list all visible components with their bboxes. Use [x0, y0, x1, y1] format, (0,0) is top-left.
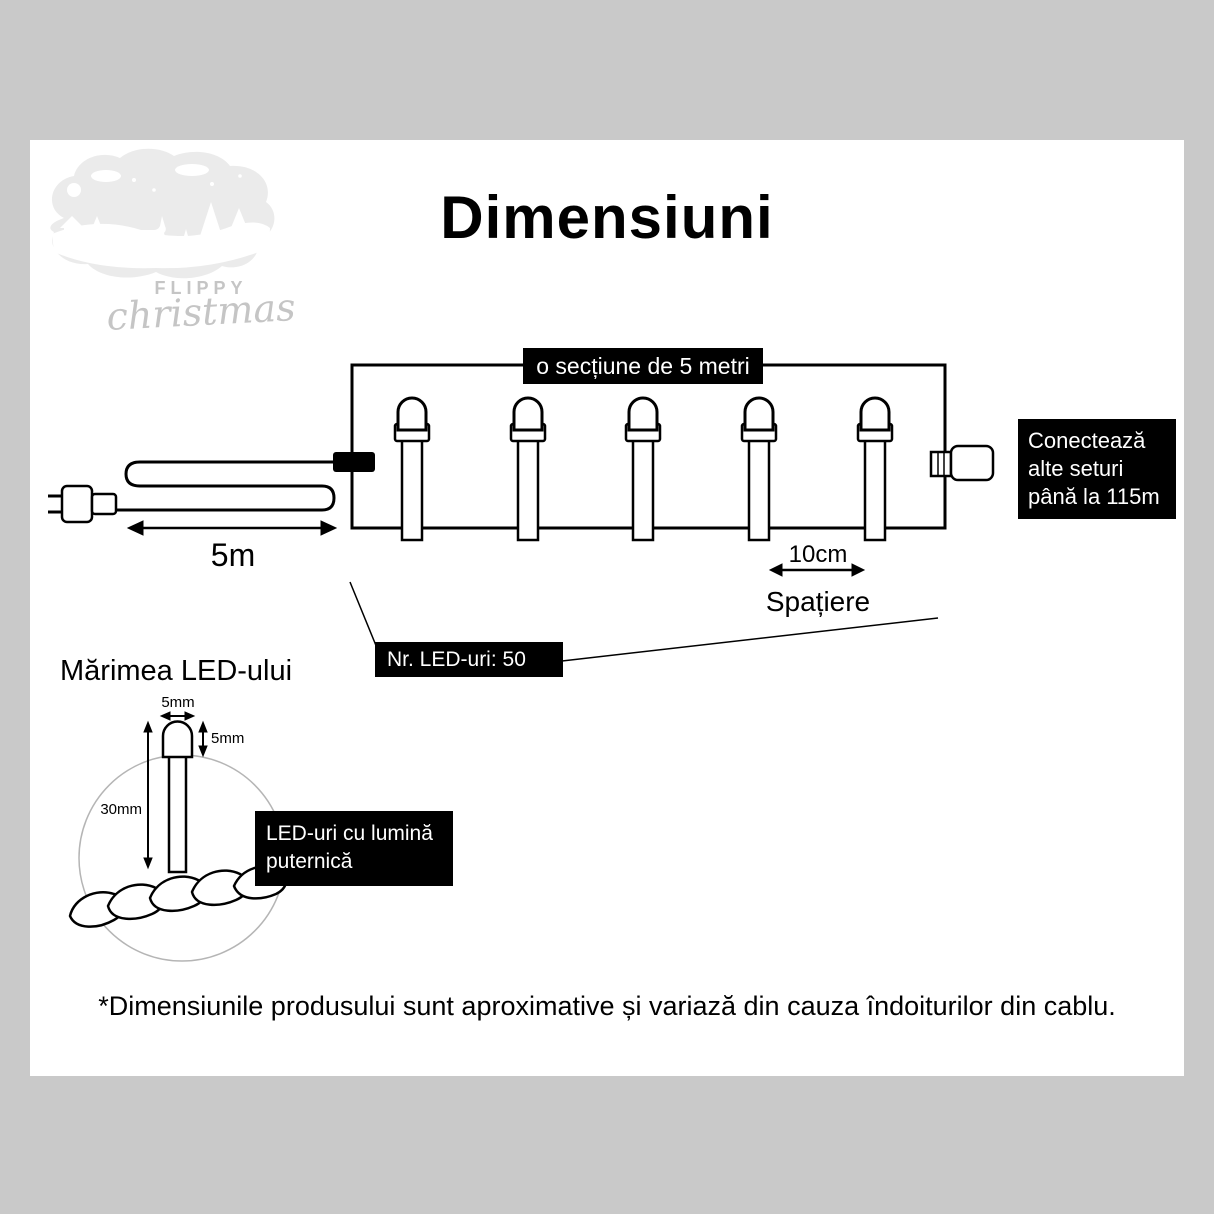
logo-brand-text: FLIPPY: [154, 278, 248, 298]
page-title: Dimensiuni: [440, 184, 774, 251]
led-size-title: Mărimea LED-ului: [60, 655, 293, 687]
wire-joint: [333, 452, 375, 472]
leader-line-left: [349, 581, 378, 649]
led-bulb: [740, 396, 778, 542]
led-width-label: 5mm: [161, 694, 195, 711]
led-height-label: 5mm: [211, 730, 245, 747]
led-width-arrow: [159, 711, 196, 721]
spacing-value-label: 10cm: [788, 541, 848, 568]
led-bulb: [624, 396, 662, 542]
led-brightness-label: LED-uri cu lumină puternică: [255, 811, 453, 886]
led-bulb: [393, 396, 431, 542]
logo-scene: [52, 164, 270, 269]
led-bulb: [856, 396, 894, 542]
spacing-arrow: [768, 563, 866, 577]
led-count-label: Nr. LED-uri: 50: [375, 642, 563, 677]
supply-wire: [114, 460, 338, 512]
disclaimer-footnote: *Dimensiunile produsului sunt aproximati…: [98, 991, 1116, 1021]
connect-more-sets-label: Conectează alte seturi până la 115m: [1018, 419, 1176, 520]
led-height-arrow: [198, 720, 208, 758]
twisted-wire-icon: [68, 865, 288, 928]
length-5m-label: 5m: [210, 537, 256, 573]
length-arrow: [126, 520, 338, 536]
connector-icon: [929, 444, 995, 482]
spacing-label: Spațiere: [765, 586, 871, 617]
led-length-arrow: [143, 720, 153, 870]
power-plug-icon: [48, 484, 118, 524]
flippy-christmas-logo: [50, 148, 275, 279]
led-detail: [161, 720, 194, 874]
led-bulb: [509, 396, 547, 542]
leader-line-right: [561, 617, 939, 662]
led-length-label: 30mm: [100, 801, 142, 818]
section-length-label: o secțiune de 5 metri: [523, 348, 763, 384]
